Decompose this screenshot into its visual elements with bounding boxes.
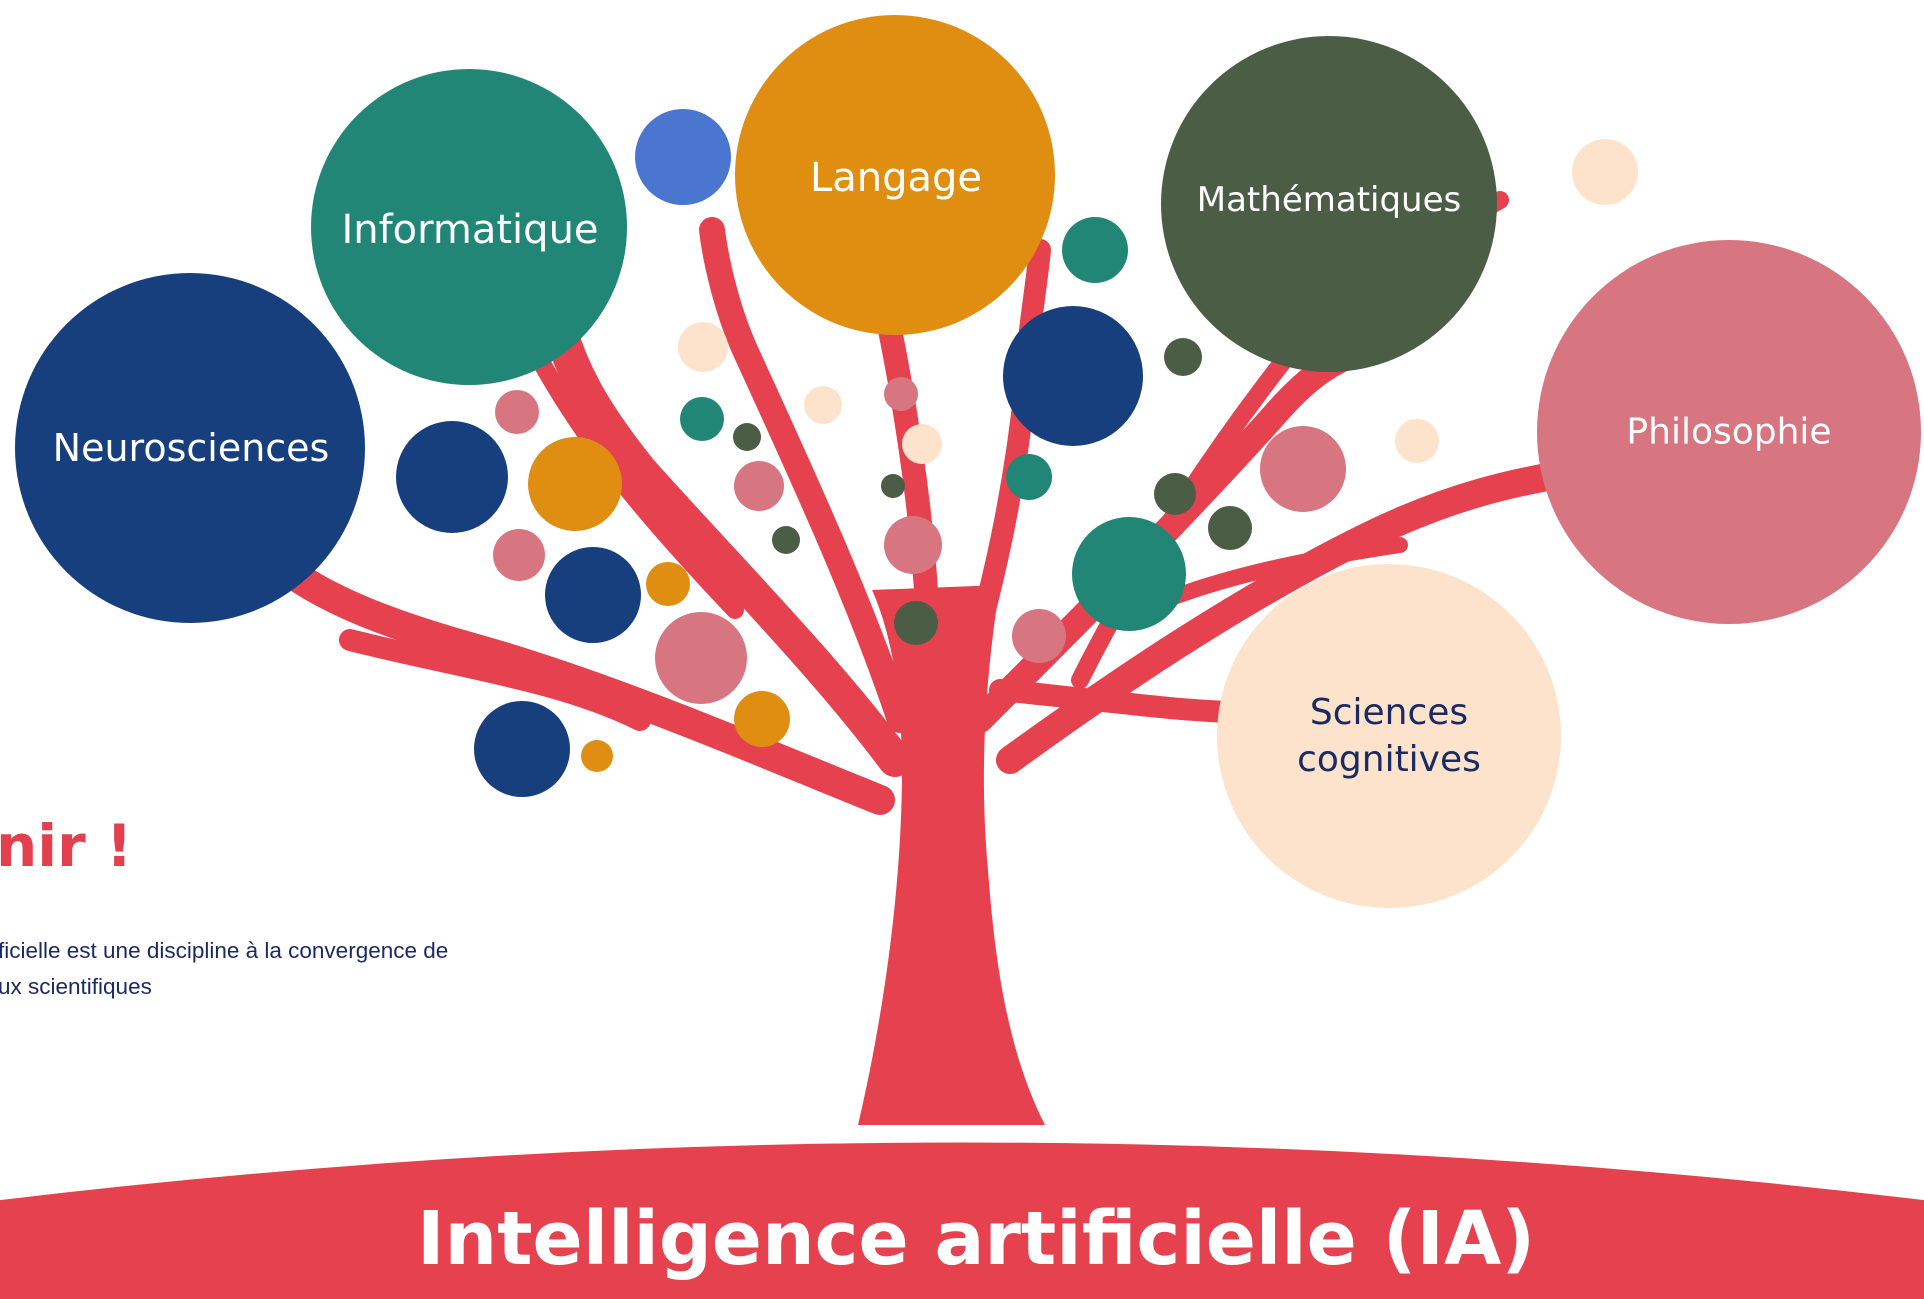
discipline-label-informatique: Informatique [341,207,598,253]
decorative-dot [1208,506,1252,550]
decorative-dot [678,322,728,372]
discipline-circle-mathematiques [1161,36,1497,372]
tree-branch [949,239,1051,711]
decorative-dot [804,386,842,424]
decorative-dot [772,526,800,554]
decorative-dot [881,474,905,498]
discipline-circle-informatique [311,69,627,385]
decorative-dot [474,701,570,797]
decorative-dot [493,529,545,581]
decorative-dot [635,109,731,205]
discipline-philosophie: Philosophie [1537,240,1921,624]
decorative-dot [1006,454,1052,500]
discipline-circle-langage [735,15,1055,335]
discipline-label-philosophie: Philosophie [1626,412,1831,453]
decorative-dot [545,547,641,643]
discipline-label-mathematiques: Mathématiques [1197,180,1461,220]
description-line-2: ux scientifiques [0,974,152,999]
decorative-dot [894,601,938,645]
description-line-1: ficielle est une discipline à la converg… [0,938,449,963]
decorative-dot [734,691,790,747]
discipline-sciences-cognitives: Sciences cognitives [1217,564,1561,908]
decorative-dot [1260,426,1346,512]
decorative-dot [734,461,784,511]
discipline-label-sciences-cognitives: Sciences [1310,692,1468,733]
decorative-dot [528,437,622,531]
discipline-label-sciences-cognitives: cognitives [1297,739,1481,780]
decorative-dot [646,562,690,606]
discipline-circle-philosophie [1537,240,1921,624]
ground [0,1142,1924,1299]
discipline-label-langage: Langage [810,155,982,201]
decorative-dot [884,516,942,574]
decorative-dot [902,424,942,464]
discipline-circle-neurosciences [15,273,365,623]
decorative-dot [1062,217,1128,283]
decorative-dot [1154,473,1196,515]
tree-branch [989,679,1241,723]
tree-branch [699,217,913,733]
section-heading: nir ! [0,812,133,880]
tree-branch [260,545,895,815]
decorative-dots [396,109,1638,797]
decorative-dot [1572,139,1638,205]
decorative-dot [495,390,539,434]
discipline-mathematiques: Mathématiques [1161,36,1497,372]
description-text: ficielle est une discipline à la converg… [0,933,448,1005]
discipline-label-neurosciences: Neurosciences [53,426,330,470]
decorative-dot [1012,609,1066,663]
discipline-informatique: Informatique [311,69,627,385]
decorative-dot [1003,306,1143,446]
decorative-dot [396,421,508,533]
decorative-dot [680,397,724,441]
decorative-dot [655,612,747,704]
tree-branch [543,313,912,777]
tree-branch [339,629,651,731]
decorative-dot [1072,517,1186,631]
discipline-langage: Langage [735,15,1055,335]
decorative-dot [884,377,918,411]
decorative-dot [1395,419,1439,463]
discipline-circle-sciences-cognitives [1217,564,1561,908]
decorative-dot [1164,338,1202,376]
decorative-dot [581,740,613,772]
decorative-dot [733,423,761,451]
discipline-neurosciences: Neurosciences [15,273,365,623]
ground-title: Intelligence artificielle (IA) [416,1196,1536,1282]
